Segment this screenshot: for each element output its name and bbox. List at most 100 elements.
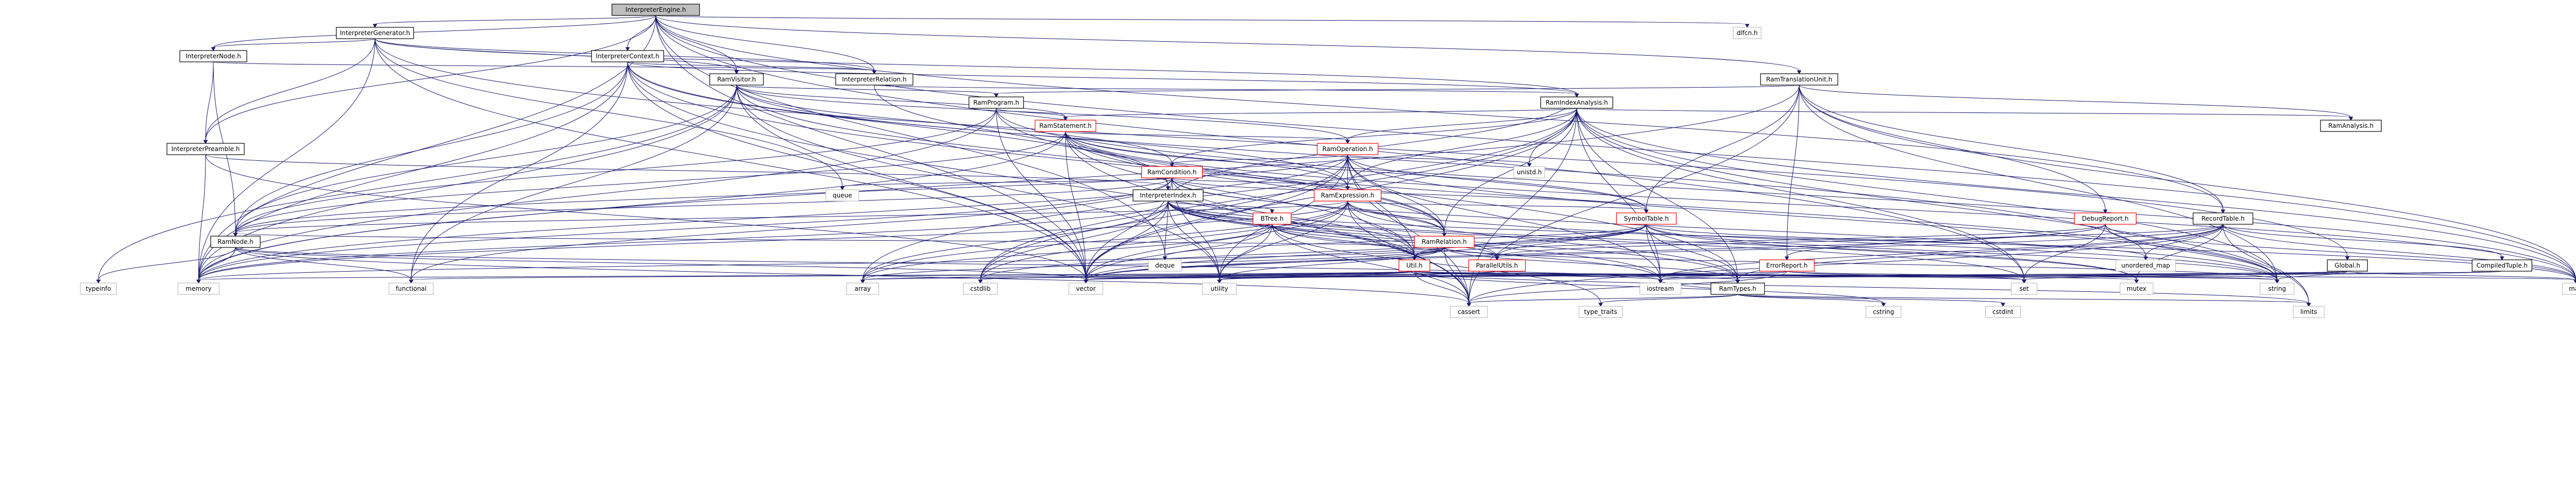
- node-label: typeinfo: [86, 285, 111, 292]
- edge-RamTypes-to-cstdint: [1737, 294, 2004, 304]
- node-box: [2193, 212, 2253, 225]
- node-interpreternode[interactable]: InterpreterNode.h: [179, 50, 247, 62]
- node-box: [1760, 73, 1838, 86]
- edge-RamIndexAnalysis-to-RamOperation: [1347, 108, 1577, 141]
- arrowhead-Util-to-memory: [196, 279, 201, 284]
- edge-InterpreterIndex-to-mutex: [1167, 201, 2137, 280]
- node-ramindexanalysis[interactable]: RamIndexAnalysis.h: [1540, 96, 1614, 109]
- node-label: limits: [2300, 308, 2317, 316]
- edge-DebugReport-to-map: [2105, 224, 2576, 280]
- edge-SymbolTable-to-Util: [1414, 224, 1647, 257]
- edge-RamVisitor-to-vector: [736, 85, 1087, 280]
- edge-RamOperation-to-cstdlib: [980, 154, 1348, 280]
- edge-SymbolTable-to-ParallelUtils: [1497, 224, 1647, 257]
- node-box: [1252, 212, 1292, 225]
- edge-RamTranslationUnit-to-RamProgram: [996, 85, 1800, 94]
- edge-RecordTable-to-ParallelUtils: [1497, 224, 2224, 257]
- edge-InterpreterIndex-to-set: [1167, 201, 2025, 280]
- node-label: InterpreterNode.h: [185, 53, 241, 60]
- node-label: InterpreterRelation.h: [842, 76, 906, 83]
- edge-SymbolTable-to-deque: [1164, 224, 1647, 257]
- edge-RamExpression-to-RamTypes: [1347, 201, 1738, 280]
- edge-InterpreterEngine-to-memory: [198, 15, 656, 280]
- node-compiledtuple[interactable]: CompiledTuple.h: [2471, 259, 2532, 272]
- edge-InterpreterContext-to-vector: [627, 61, 1087, 280]
- node-ramtranslationunit[interactable]: RamTranslationUnit.h: [1760, 73, 1838, 86]
- edge-RamIndexAnalysis-to-RamAnalysis: [1576, 108, 2351, 118]
- node-errorreport[interactable]: ErrorReport.h: [1759, 259, 1815, 272]
- edge-Util-to-limits: [1414, 271, 2309, 304]
- node-cstdlib: cstdlib: [963, 283, 998, 295]
- edge-RamTranslationUnit-to-SymbolTable: [1646, 85, 1800, 210]
- edge-Global-to-set: [2024, 271, 2348, 280]
- edge-InterpreterIndex-to-cstdlib: [980, 201, 1168, 280]
- node-label: cstdlib: [970, 285, 990, 292]
- arrowhead-RamTypes-to-iostream: [1658, 279, 1663, 284]
- edge-InterpreterEngine-to-InterpreterNode: [213, 15, 656, 48]
- node-box: [825, 189, 859, 202]
- edge-InterpreterContext-to-unordered_map: [627, 61, 2146, 257]
- edge-InterpreterContext-to-InterpreterRelation: [627, 61, 875, 71]
- node-box: [1202, 283, 1237, 295]
- node-ramprogram[interactable]: RamProgram.h: [969, 96, 1024, 109]
- node-label: DebugReport.h: [2082, 215, 2129, 222]
- edge-InterpreterEngine-to-RamVisitor: [655, 15, 737, 71]
- node-interpretercontext[interactable]: InterpreterContext.h: [591, 50, 664, 62]
- edge-InterpreterGenerator-to-vector: [375, 38, 1087, 280]
- arrowhead-InterpreterNode-to-InterpreterPreamble: [203, 140, 208, 144]
- node-box: [963, 283, 998, 295]
- node-interpretergenerator[interactable]: InterpreterGenerator.h: [336, 27, 414, 39]
- edge-RamOperation-to-iostream: [1347, 154, 1661, 280]
- arrowhead-RamTypes-to-cstring: [1881, 303, 1886, 307]
- node-ramexpression[interactable]: RamExpression.h: [1314, 189, 1382, 202]
- edge-RamOperation-to-RamRelation: [1347, 154, 1445, 234]
- node-box: [1540, 96, 1614, 109]
- edge-InterpreterIndex-to-Util: [1167, 201, 1415, 257]
- edge-BTree-to-cassert: [1272, 224, 1469, 304]
- edge-RamIndexAnalysis-to-set: [1576, 108, 2025, 280]
- node-box: [1513, 166, 1545, 178]
- node-label: utility: [1211, 285, 1228, 292]
- node-symboltable[interactable]: SymbolTable.h: [1616, 212, 1677, 225]
- node-parallelutils[interactable]: ParallelUtils.h: [1468, 259, 1526, 272]
- arrowhead-RamTypes-to-cassert: [1466, 303, 1471, 307]
- node-ramrelation[interactable]: RamRelation.h: [1414, 236, 1475, 248]
- node-global[interactable]: Global.h: [2327, 259, 2368, 272]
- edge-InterpreterIndex-to-array: [862, 201, 1168, 280]
- node-mutex: mutex: [2120, 283, 2154, 295]
- edge-RamTranslationUnit-to-string: [1799, 85, 2278, 280]
- node-interpreterrelation[interactable]: InterpreterRelation.h: [835, 73, 913, 86]
- node-interpreterindex[interactable]: InterpreterIndex.h: [1132, 189, 1204, 202]
- edge-InterpreterIndex-to-memory: [198, 201, 1168, 280]
- node-functional: functional: [388, 283, 434, 295]
- node-interpreterengine[interactable]: InterpreterEngine.h: [612, 4, 700, 16]
- node-utility: utility: [1202, 283, 1237, 295]
- node-box: [835, 73, 913, 86]
- node-ramcondition[interactable]: RamCondition.h: [1141, 166, 1203, 178]
- node-ramstatement[interactable]: RamStatement.h: [1035, 120, 1096, 132]
- edge-RamStatement-to-map: [1065, 131, 2576, 280]
- node-recordtable[interactable]: RecordTable.h: [2193, 212, 2253, 225]
- node-debugreport[interactable]: DebugReport.h: [2074, 212, 2137, 225]
- node-interpreterpreamble[interactable]: InterpreterPreamble.h: [166, 143, 245, 155]
- edge-RamIndexAnalysis-to-string: [1576, 108, 2278, 280]
- edge-RamRelation-to-RamTypes: [1444, 247, 1738, 280]
- node-label: RamTranslationUnit.h: [1766, 76, 1832, 83]
- edge-RamTypes-to-cstring: [1737, 294, 1884, 304]
- edge-RamNode-to-vector: [235, 247, 1087, 280]
- node-ramtypes[interactable]: RamTypes.h: [1710, 283, 1765, 295]
- edge-RecordTable-to-cassert: [1468, 224, 2224, 304]
- edge-RamTranslationUnit-to-ErrorReport: [1786, 85, 1800, 257]
- node-util[interactable]: Util.h: [1398, 259, 1430, 272]
- node-ramnode[interactable]: RamNode.h: [210, 236, 261, 248]
- edge-RecordTable-to-limits: [2223, 224, 2309, 304]
- edge-Util-to-functional: [411, 271, 1415, 280]
- edge-InterpreterContext-to-RamNode: [235, 61, 628, 234]
- node-ramanalysis[interactable]: RamAnalysis.h: [2320, 120, 2382, 132]
- node-ramoperation[interactable]: RamOperation.h: [1317, 143, 1379, 155]
- node-label: RamExpression.h: [1321, 192, 1375, 199]
- node-btree[interactable]: BTree.h: [1252, 212, 1292, 225]
- edge-RamTypes-to-cassert: [1468, 294, 1738, 304]
- node-limits: limits: [2293, 306, 2325, 318]
- node-ramvisitor[interactable]: RamVisitor.h: [709, 73, 764, 86]
